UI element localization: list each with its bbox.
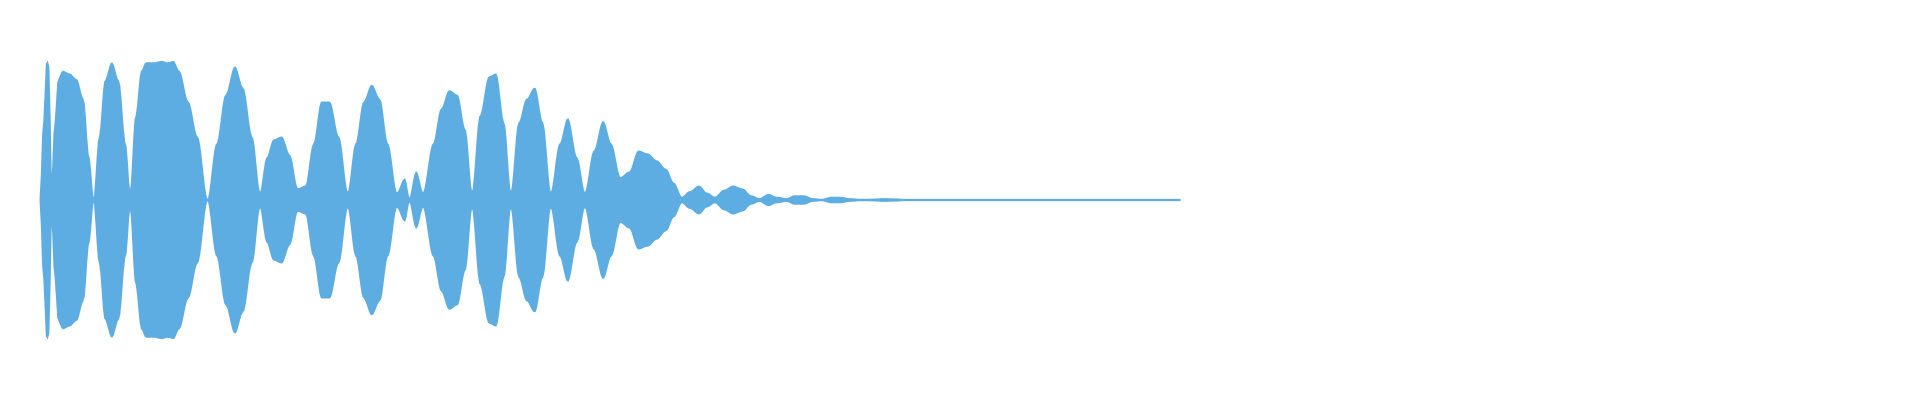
waveform-shape <box>39 60 1181 340</box>
